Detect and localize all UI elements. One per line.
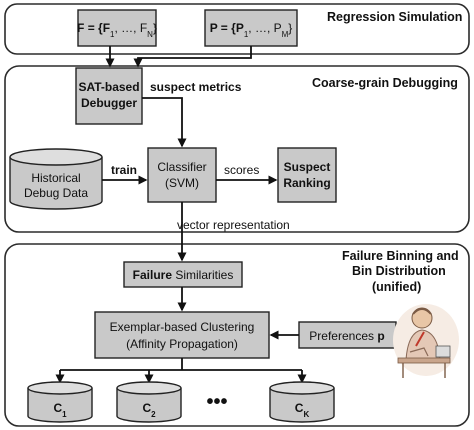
- clustering-label-1: Exemplar-based Clustering: [110, 320, 255, 334]
- failure-similarities-label: Failure Similarities: [133, 268, 234, 282]
- binning-title-line1: Failure Binning and: [342, 249, 459, 263]
- bin-cylinder-2: [116, 381, 182, 423]
- classifier-label-1: Classifier: [157, 160, 206, 174]
- historical-label-1: Historical: [31, 171, 80, 185]
- coarse-title: Coarse-grain Debugging: [312, 76, 458, 90]
- failure-similarities-box: [123, 261, 243, 288]
- binning-title-line2: Bin Distribution: [352, 264, 446, 278]
- arrow-suspect-metrics: [142, 97, 187, 148]
- regression-title: Regression Simulation: [327, 10, 462, 24]
- clustering-label-2: (Affinity Propagation): [126, 337, 238, 351]
- classifier-box: [147, 147, 217, 203]
- failures-set-box: [77, 9, 157, 47]
- vector-representation-label: vector representation: [177, 218, 290, 232]
- failures-set-label: F = {F1, …, FN}: [77, 21, 157, 39]
- clustering-box: [94, 311, 270, 359]
- suspect-ranking-label-1: Suspect: [284, 160, 331, 174]
- sat-debugger-box: [75, 67, 143, 125]
- bin-label-k: CK: [295, 401, 310, 419]
- binning-title-line3: (unified): [372, 280, 421, 294]
- suspect-ranking-box: [277, 147, 337, 203]
- bin-cylinder-k: [269, 381, 335, 423]
- scores-label: scores: [224, 163, 259, 177]
- bins-ellipsis: •••: [206, 391, 227, 413]
- bin-label-2: C2: [142, 401, 156, 419]
- historical-label-2: Debug Data: [24, 186, 88, 200]
- historical-data-cylinder-top: [9, 148, 103, 166]
- preferences-box: [298, 321, 397, 349]
- person-at-desk-icon: [393, 304, 459, 378]
- arrow-pass-to-sat: [133, 46, 252, 68]
- train-label: train: [111, 163, 137, 177]
- sat-debugger-label-1: SAT-based: [78, 80, 139, 94]
- pass-set-label: P = {P1, …, PM}: [210, 21, 293, 39]
- classifier-label-2: (SVM): [165, 176, 199, 190]
- suspect-metrics-label: suspect metrics: [150, 80, 242, 94]
- suspect-ranking-label-2: Ranking: [283, 176, 330, 190]
- bin-cylinder-1: [27, 381, 93, 423]
- bin-label-1: C1: [53, 401, 67, 419]
- preferences-label: Preferences p: [309, 329, 384, 343]
- historical-data-cylinder: [9, 157, 103, 210]
- sat-debugger-label-2: Debugger: [81, 96, 137, 110]
